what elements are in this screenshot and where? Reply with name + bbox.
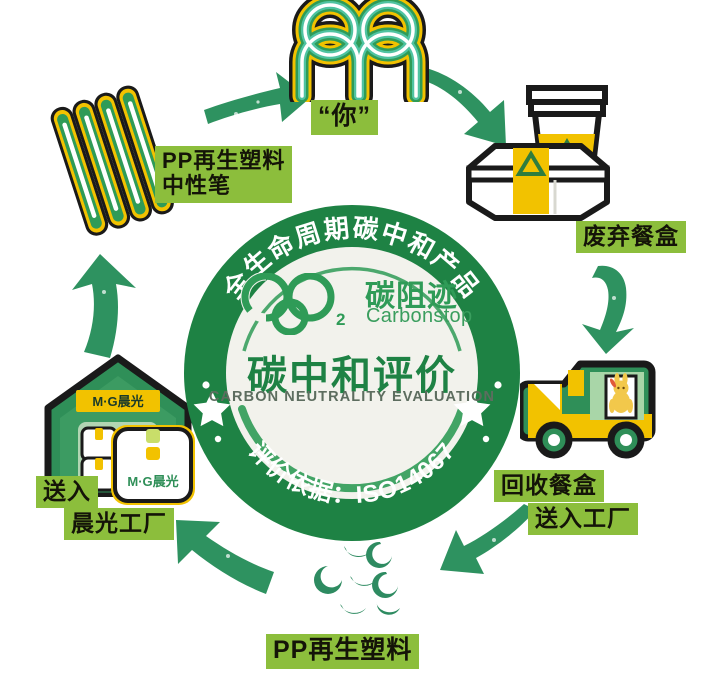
pp-recycle-badge-box [515, 150, 547, 176]
seal-ring: 全生命周期碳中和产品 评价依据：ISO14067 [184, 205, 520, 541]
carbon-neutrality-seal: 全生命周期碳中和产品 评价依据：ISO14067 [182, 203, 522, 543]
label-consumer: “你” [311, 100, 379, 135]
arrow-right-icon [204, 72, 310, 124]
label-line: PP再生塑料 [273, 636, 413, 664]
label-line: 废弃餐盒 [583, 223, 679, 249]
recycling-truck-icon [516, 350, 660, 460]
svg-text:M·G晨光: M·G晨光 [127, 474, 178, 489]
svg-text:M·G晨光: M·G晨光 [92, 394, 143, 409]
co2-subscript: 2 [336, 310, 345, 329]
label-recycle-truck-line2: 送入工厂 [528, 503, 638, 536]
arrow-down-icon [582, 265, 634, 354]
arrow-down-right-icon [422, 68, 506, 146]
label-line: 回收餐盒 [501, 472, 597, 498]
co2-mark-icon: 2 [240, 273, 345, 335]
takeaway-cup-and-lunchbox-icon: PP [455, 72, 635, 222]
label-gel-pens: PP再生塑料 中性笔 [155, 146, 293, 203]
label-recycle-truck-line1: 回收餐盒 [494, 470, 604, 503]
arrow-up-icon [72, 254, 136, 358]
label-waste-container: 废弃餐盒 [576, 221, 686, 254]
label-pp-pellets: PP再生塑料 [266, 634, 420, 669]
seal-title-cn: 碳中和评价 [247, 354, 457, 398]
seal-star-left [193, 391, 231, 427]
label-factory-line1: 送入 [36, 476, 98, 509]
arrow-up-left-icon [176, 520, 274, 594]
factory-sign: M·G晨光 [76, 390, 160, 412]
brand-name-en: Carbonstop [366, 305, 473, 327]
label-line: 晨光工厂 [71, 510, 167, 536]
plastic-pellets-icon [300, 528, 420, 628]
label-line: PP再生塑料 [162, 148, 286, 173]
mg-product-box-icon: M·G晨光 [106, 420, 202, 512]
label-factory-line2: 晨光工厂 [64, 508, 174, 541]
brand-name-cn: 碳阻迹 [365, 280, 458, 313]
seal-title-en: CARBON NEUTRALITY EVALUATION [208, 389, 496, 405]
two-people-icon [288, 0, 430, 109]
label-line: “你” [318, 102, 372, 130]
label-line: 送入 [43, 478, 91, 504]
seal-star-right [453, 391, 491, 427]
rabbit-mascot-icon [609, 373, 633, 413]
carbonstop-logo: 2 碳阻迹 Carbonstop [232, 273, 482, 335]
arrow-down-left-icon [440, 504, 536, 574]
label-line: 中性笔 [162, 173, 232, 199]
label-line: 送入工厂 [535, 505, 631, 531]
